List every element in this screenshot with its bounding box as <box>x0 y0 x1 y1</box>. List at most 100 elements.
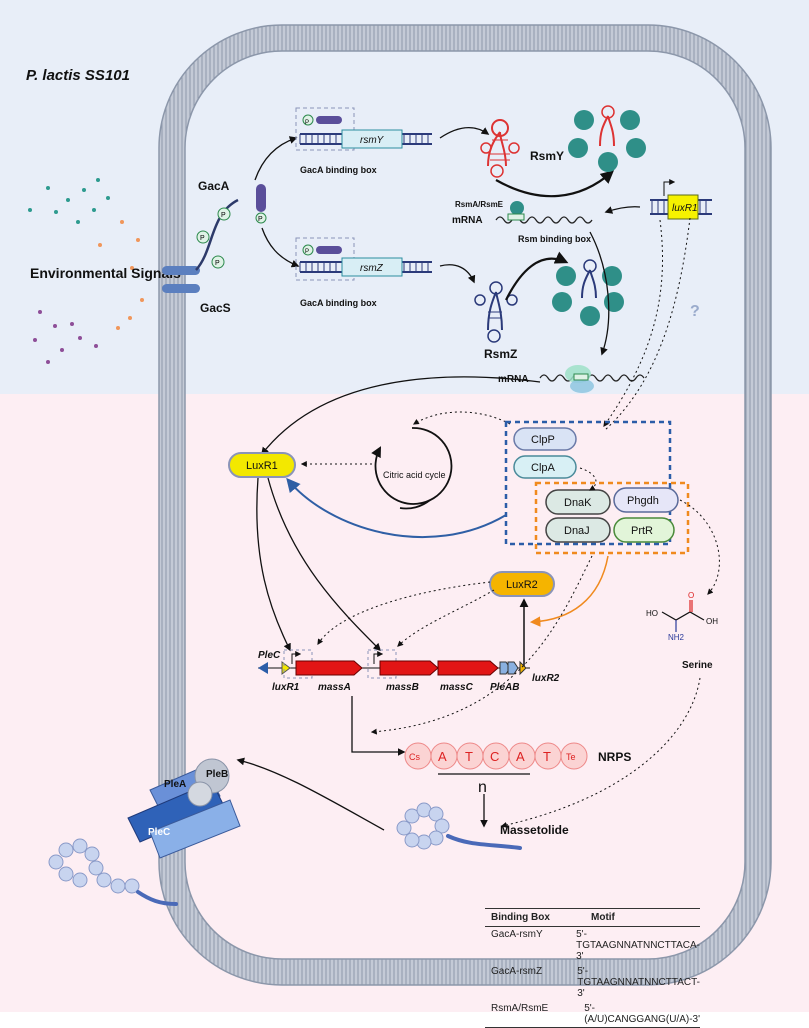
pleC-transporter-label: PleC <box>148 827 170 838</box>
luxR2-gene-label: luxR2 <box>532 673 560 684</box>
luxR1-protein <box>228 452 296 478</box>
gacA-box-label-1: GacA binding box <box>300 165 377 175</box>
gacA-box-label-2: GacA binding box <box>300 298 377 308</box>
row-motif: 5'-TGTAAGNNATNNCTTACA-3' <box>576 929 701 962</box>
svg-text:Environmental Signals: Environmental Signals <box>30 265 181 281</box>
pleB-label: PleB <box>206 769 228 780</box>
nrps-repeat-n: n <box>478 779 487 796</box>
serine-nh2: NH2 <box>668 633 685 642</box>
unknown-link-label: ? <box>690 303 700 320</box>
mass-operon <box>258 649 530 679</box>
motif-table-header: Binding Box Motif <box>485 908 700 927</box>
dnaK-protein <box>545 489 611 515</box>
cell-membrane <box>159 25 771 985</box>
rsmZ-rna <box>474 281 518 343</box>
pleABC-transporter <box>127 758 241 859</box>
nrps-unit-t2: T <box>543 749 551 764</box>
nrps-unit-a1: A <box>438 749 447 764</box>
row-motif: 5'-TGTAAGNNATNNCTTACT-3' <box>577 966 701 999</box>
citric-acid-cycle <box>371 427 453 510</box>
signal-molecules <box>28 178 144 364</box>
svg-text:P: P <box>305 249 309 255</box>
dnaJ-label: DnaJ <box>564 525 590 537</box>
prtR-label: PrtR <box>631 525 653 537</box>
row-motif: 5'-(A/U)CANGGANG(U/A)-3' <box>584 1003 701 1025</box>
row-box: RsmA/RsmE <box>491 1003 549 1014</box>
pleA-label: PleA <box>164 779 186 790</box>
svg-text:P: P <box>258 216 263 223</box>
rsmY-gene <box>295 107 432 151</box>
gacS-receptor <box>162 198 239 293</box>
table-row: GacA-rsmZ 5'-TGTAAGNNATNNCTTACT-3' <box>485 964 700 1001</box>
svg-text:P: P <box>215 260 220 267</box>
phosphate-groups: P P P <box>196 207 231 269</box>
rsmY-sequestered <box>568 105 646 172</box>
RsmZ-label: RsmZ <box>484 347 517 361</box>
massC-label: massC <box>440 682 474 693</box>
svg-text:P: P <box>200 235 205 242</box>
rsmY-rna <box>480 119 520 178</box>
luxR1-operon-label: luxR1 <box>272 682 300 693</box>
nrps-unit-te: Te <box>566 752 576 762</box>
phgdh-label: Phgdh <box>627 495 659 507</box>
clpA-protein <box>513 455 577 479</box>
luxR2-protein <box>489 571 555 597</box>
serine-o: O <box>688 591 694 600</box>
nrps-unit-c: C <box>490 749 499 764</box>
nrps-unit-t1: T <box>465 749 473 764</box>
pleAB-gene-label: PleAB <box>490 682 519 693</box>
luxR2-protein-label: LuxR2 <box>506 579 538 591</box>
serine-label: Serine <box>682 660 713 671</box>
luxR1-gene-top <box>650 179 712 220</box>
serine-structure <box>661 600 705 632</box>
svg-text:P: P <box>305 120 309 126</box>
nrps-unit-a2: A <box>516 749 525 764</box>
luxR1-gene-label: luxR1 <box>672 203 698 214</box>
svg-text:P: P <box>221 212 226 219</box>
serine-ho: HO <box>646 609 658 618</box>
pleC-gene-label: PleC <box>258 650 281 661</box>
rsmZ-gene <box>295 237 432 281</box>
rsm-box-label: Rsm binding box <box>518 234 591 244</box>
gacA-protein <box>256 184 266 212</box>
dnaJ-protein <box>545 517 611 543</box>
header-binding-box: Binding Box <box>491 912 550 923</box>
clpP-protein <box>513 427 577 451</box>
rsmY-gene-label: rsmY <box>360 135 385 146</box>
mrna-label-1: mRNA <box>452 215 483 226</box>
clpP-label: ClpP <box>531 434 555 446</box>
clpA-label: ClpA <box>531 462 556 474</box>
massetolide-secreted <box>48 838 178 906</box>
env-signals-label: Environmental Signals <box>30 265 181 281</box>
serine-oh: OH <box>706 617 718 626</box>
RsmY-label: RsmY <box>530 149 564 163</box>
rsmZ-gene-label: rsmZ <box>360 263 384 274</box>
table-row: RsmA/RsmE 5'-(A/U)CANGGANG(U/A)-3' <box>485 1001 700 1028</box>
page-title: P. lactis SS101 <box>26 67 130 84</box>
gacS-label: GacS <box>200 301 231 315</box>
nrps-unit-cs: Cs <box>409 752 420 762</box>
luxR1-protein-label: LuxR1 <box>246 460 278 472</box>
dnaK-label: DnaK <box>564 497 592 509</box>
massB-label: massB <box>386 682 419 693</box>
massetolide-label: Massetolide <box>500 823 569 837</box>
header-motif: Motif <box>591 912 615 923</box>
row-box: GacA-rsmY <box>491 929 543 940</box>
rsmZ-sequestered <box>552 259 624 326</box>
chaperone-box <box>534 481 690 555</box>
massA-label: massA <box>318 682 351 693</box>
gacA-label: GacA <box>198 179 230 193</box>
protease-box <box>504 420 672 546</box>
prtR-protein <box>613 517 675 543</box>
row-box: GacA-rsmZ <box>491 966 543 977</box>
nrps-modules: Cs A T C A T Te <box>404 742 588 775</box>
rsmAE-label: RsmA/RsmE <box>455 200 504 209</box>
phgdh-protein <box>613 487 679 513</box>
cycle-label: Citric acid cycle <box>383 470 446 480</box>
massetolide-molecule <box>396 802 522 850</box>
mrna-strand-2 <box>539 374 645 382</box>
motif-table: Binding Box Motif GacA-rsmY 5'-TGTAAGNNA… <box>485 908 700 1028</box>
nrps-label: NRPS <box>598 750 631 764</box>
